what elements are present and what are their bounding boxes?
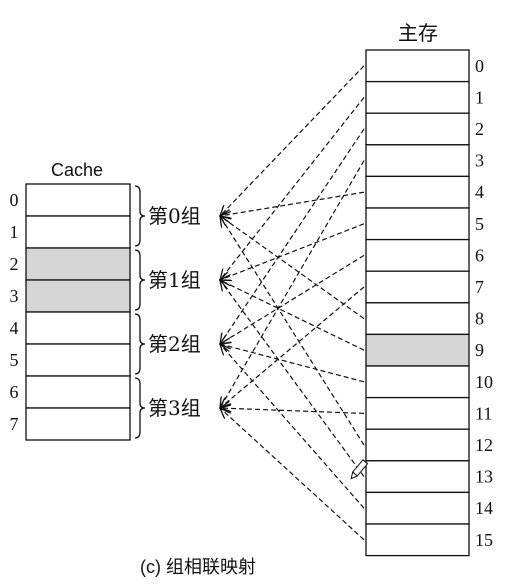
mapping-arrow-11	[220, 408, 365, 414]
memory-block-15	[365, 523, 470, 557]
memory-block-2	[365, 112, 470, 146]
cache-title: Cache	[51, 160, 103, 180]
cache-block-4	[25, 311, 131, 345]
memory-block-number: 4	[475, 182, 484, 202]
mapping-arrow-8	[220, 216, 365, 320]
cache-block-5	[25, 343, 131, 377]
memory-block-number: 5	[475, 214, 484, 234]
group-label-2: 第2组	[148, 332, 201, 356]
memory-block-number: 10	[475, 372, 493, 392]
cache-block-6	[25, 375, 131, 409]
group-brace-2	[134, 313, 146, 375]
memory-block-number: 1	[475, 87, 484, 107]
memory-block-number: 15	[475, 530, 493, 550]
mapping-arrow-6	[220, 254, 365, 344]
memory-block-number: 12	[475, 435, 493, 455]
cache-block-2	[25, 247, 131, 281]
memory-block-number: 13	[475, 467, 493, 487]
main-memory-title: 主存	[398, 21, 438, 45]
memory-block-10	[365, 365, 470, 399]
cache-block-table: 0 1 2 3 4 5 6 7	[10, 183, 131, 441]
cache-block-number: 7	[10, 414, 19, 434]
memory-block-7	[365, 270, 470, 304]
mapping-arrow-12	[220, 216, 365, 446]
mapping-arrow-14	[220, 344, 365, 509]
memory-block-14	[365, 491, 470, 525]
memory-block-12	[365, 428, 470, 462]
memory-block-0	[365, 49, 470, 83]
group-label-0: 第0组	[148, 204, 201, 228]
memory-block-number: 8	[475, 309, 484, 329]
memory-block-number: 3	[475, 151, 484, 171]
group-label-1: 第1组	[148, 268, 201, 292]
memory-block-number: 9	[475, 340, 484, 360]
memory-block-number: 6	[475, 245, 484, 265]
memory-block-9	[365, 333, 470, 367]
cache-block-number: 1	[10, 222, 19, 242]
group-brace-1	[134, 249, 146, 311]
mapping-arrow-13	[220, 280, 365, 477]
memory-block-8	[365, 302, 470, 336]
group-label-3: 第3组	[148, 396, 201, 420]
figure-caption: (c) 组相联映射	[140, 557, 256, 577]
group-brace-3	[134, 377, 146, 439]
cache-block-3	[25, 279, 131, 313]
pencil-cursor-icon	[350, 459, 369, 480]
memory-block-4	[365, 175, 470, 209]
cache-block-7	[25, 407, 131, 441]
mapping-arrow-7	[220, 286, 365, 408]
memory-block-number: 7	[475, 277, 484, 297]
cache-block-number: 5	[10, 350, 19, 370]
mapping-arrow-5	[220, 223, 365, 280]
memory-block-11	[365, 396, 470, 430]
cache-block-number: 6	[10, 382, 19, 402]
mapping-arrow-4	[220, 191, 365, 216]
cache-block-1	[25, 215, 131, 249]
memory-block-3	[365, 144, 470, 178]
mapping-arrow-1	[220, 97, 365, 280]
mapping-arrow-0	[220, 65, 365, 216]
memory-block-number: 2	[475, 119, 484, 139]
memory-block-5	[365, 207, 470, 241]
mapping-arrow-2	[220, 128, 365, 344]
cache-block-number: 2	[10, 254, 19, 274]
memory-block-number: 0	[475, 56, 484, 76]
mapping-arrow-9	[220, 280, 365, 351]
memory-block-13	[365, 460, 470, 494]
mapping-arrow-3	[220, 160, 365, 408]
memory-block-number: 14	[475, 498, 493, 518]
memory-block-1	[365, 80, 470, 114]
cache-block-number: 3	[10, 286, 19, 306]
cache-block-0	[25, 183, 131, 217]
group-brace-0	[134, 185, 146, 247]
cache-block-number: 4	[10, 318, 19, 338]
mapping-arrows	[220, 65, 365, 541]
mapping-arrow-10	[220, 344, 365, 383]
memory-block-number: 11	[475, 403, 492, 423]
cache-block-number: 0	[10, 190, 19, 210]
memory-block-6	[365, 238, 470, 272]
mapping-arrow-15	[220, 408, 365, 541]
group-braces	[134, 185, 146, 439]
